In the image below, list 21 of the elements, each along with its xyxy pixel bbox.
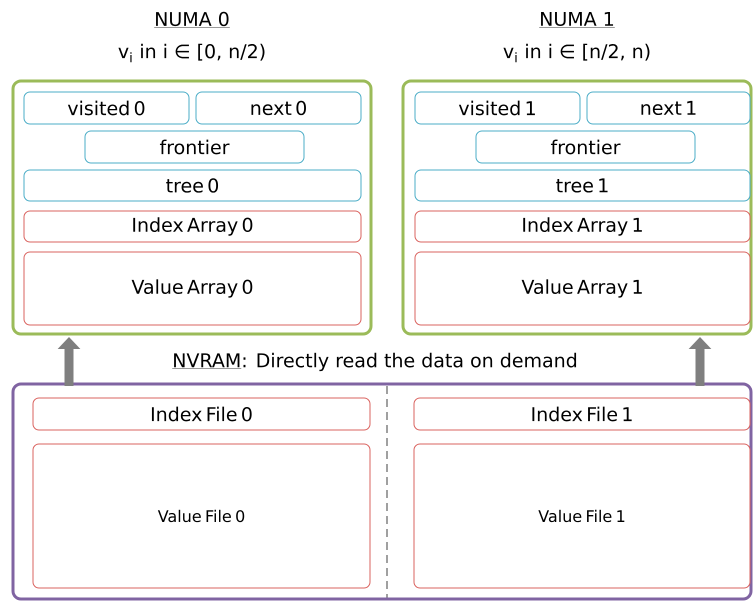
array-box: next 1 (586, 92, 750, 124)
array-box: Value Array 1 (414, 252, 750, 326)
file-box: Value File 1 (414, 444, 750, 588)
array-box: Index Array 1 (414, 210, 750, 242)
array-box: next 0 (196, 92, 362, 124)
array-box: frontier (84, 130, 304, 164)
array-box: tree 0 (24, 170, 362, 202)
panel-caption: NVRAM : Directly read the data on demand (172, 352, 576, 372)
array-box: tree 1 (414, 170, 750, 202)
file-box: Index File 0 (32, 398, 370, 430)
array-box: visited 1 (414, 92, 580, 124)
panel-heading: NUMA 1 (538, 12, 616, 28)
array-box: frontier (476, 130, 696, 164)
array-box: Index Array 0 (24, 210, 362, 242)
array-box: visited 0 (24, 92, 190, 124)
panel-heading: NUMA 0 (154, 12, 230, 28)
file-box: Value File 0 (32, 444, 370, 588)
range-label: v$_{i}$ in i ∈ [n/2, n) (503, 44, 650, 62)
range-label: v$_{i}$ in i ∈ [0, n/2) (118, 44, 264, 62)
array-box: Value Array 0 (24, 252, 362, 326)
file-box: Index File 1 (414, 398, 750, 430)
